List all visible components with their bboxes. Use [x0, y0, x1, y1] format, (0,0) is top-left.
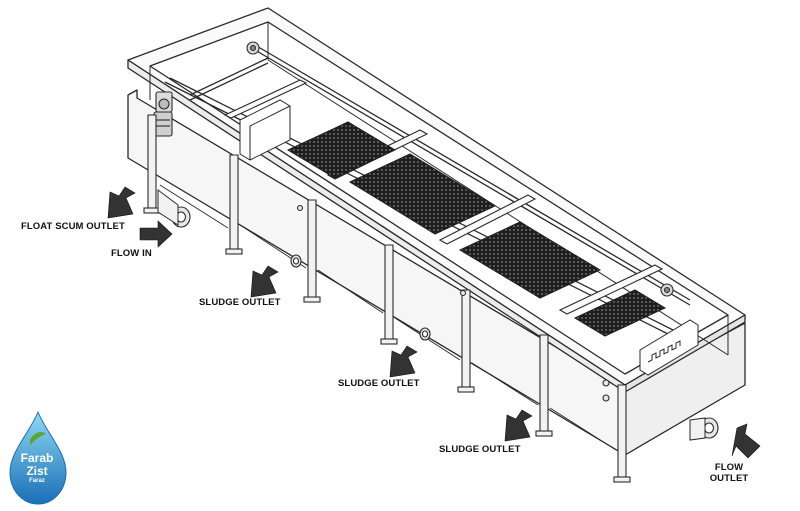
outlet-weir [639, 319, 699, 376]
sludge-outlet-label-3: SLUDGE OUTLET [439, 444, 521, 455]
logo-line-2: Zist [26, 464, 48, 478]
drive-motor [153, 91, 173, 137]
logo-wordmark: Farab Zist Faraz [8, 452, 66, 485]
logo-line-3: Faraz [29, 478, 45, 484]
flow-in-label: FLOW IN [111, 248, 152, 259]
pipe-stubs [157, 189, 706, 441]
logo-line-1: Farab [20, 451, 54, 465]
sprockets [246, 41, 674, 297]
inlet-baffle [239, 99, 291, 161]
flow-arrows [107, 186, 761, 459]
flow-outlet-label-line2: OUTLET [709, 473, 749, 484]
flow-outlet-label-line1: FLOW [714, 462, 744, 473]
sludge-arrow-2 [389, 345, 418, 378]
sludge-outlet-label-1: SLUDGE OUTLET [199, 297, 281, 308]
scraper-flights [286, 121, 667, 337]
support-legs [143, 114, 631, 483]
flow-outlet-label: FLOW OUTLET [704, 462, 754, 484]
sludge-arrow-1 [250, 265, 279, 298]
float-scum-arrow [107, 186, 136, 219]
flow-outlet-arrow [731, 423, 761, 459]
sludge-outlet-label-2: SLUDGE OUTLET [338, 378, 420, 389]
hopper-lines [159, 184, 617, 451]
flow-in-arrow [139, 220, 173, 248]
float-scum-outlet-label: FLOAT SCUM OUTLET [21, 221, 125, 232]
farab-zist-logo [9, 410, 67, 505]
sludge-arrow-3 [504, 409, 533, 442]
